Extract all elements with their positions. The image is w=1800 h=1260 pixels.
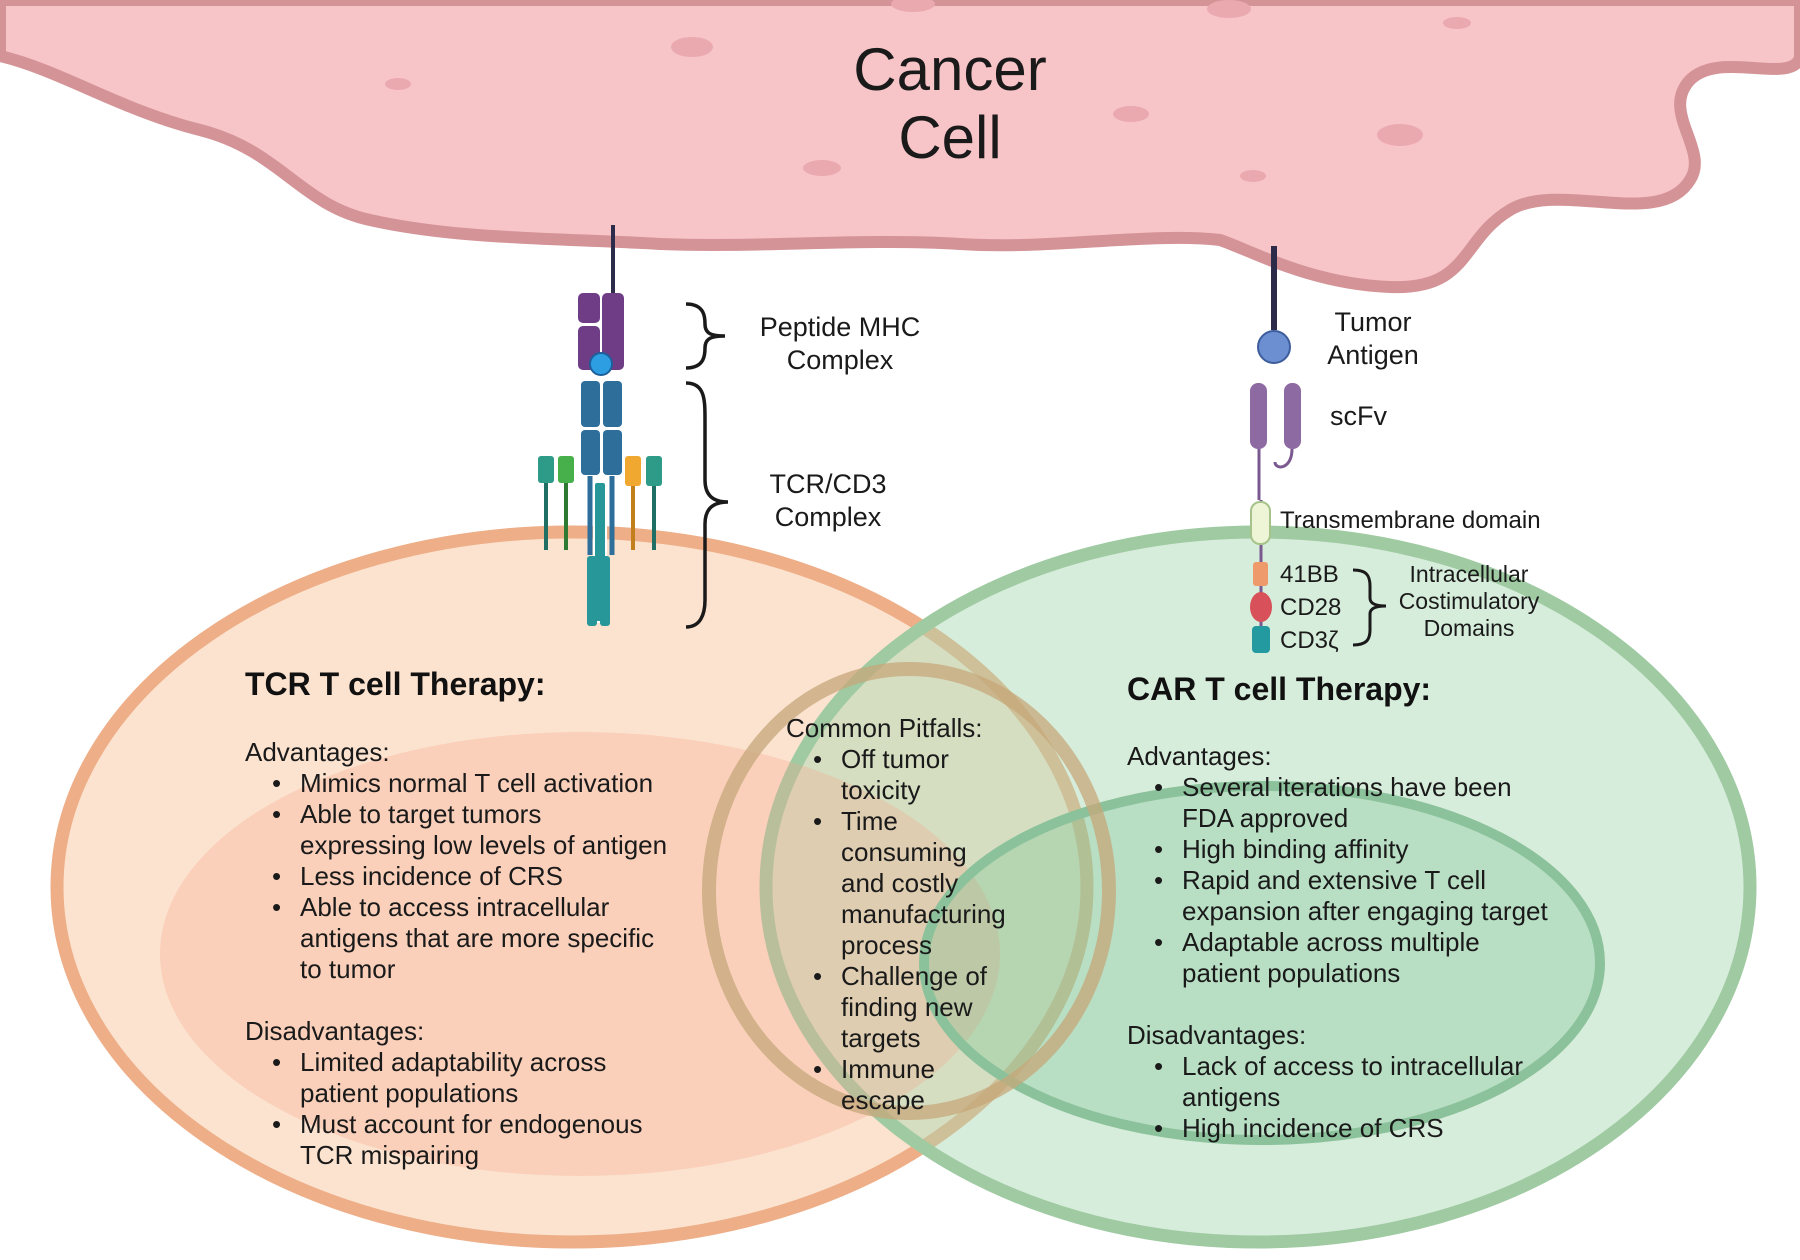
car-advantage-item-text: Rapid and extensive T cell expansion aft… [1182, 865, 1548, 926]
tcr-disadvantage-item: Limited adaptability across patient popu… [245, 1047, 643, 1109]
car-advantage-item-text: High binding affinity [1182, 834, 1409, 864]
tcr-advantage-item: Less incidence of CRS [245, 861, 667, 892]
cancer-cell-title: Cancer Cell [840, 36, 1060, 172]
domain-41bb-label: 41BB [1280, 561, 1339, 588]
tcr-disadvantage-item-text: Must account for endogenous TCR mispairi… [300, 1109, 643, 1170]
car-therapy-heading: CAR T cell Therapy: [1127, 671, 1432, 707]
tcr-cd3-label-line2: Complex [774, 502, 882, 532]
common-pitfalls-list: Off tumor toxicityTime consuming and cos… [786, 744, 1006, 1116]
tumor-antigen-label-line2: Antigen [1327, 340, 1419, 370]
car-disadvantage-item: High incidence of CRS [1127, 1113, 1523, 1144]
car-disadvantages-list: Lack of access to intracellular antigens… [1127, 1051, 1523, 1144]
tcr-cd3-label: TCR/CD3 Complex [748, 468, 908, 534]
costim-label-line2: Costimulatory [1398, 588, 1540, 614]
tcr-disadvantage-item-text: Limited adaptability across patient popu… [300, 1047, 607, 1108]
tumor-antigen-label: Tumor Antigen [1313, 306, 1433, 372]
tcr-cd3-brace [685, 381, 729, 629]
tcr-advantage-item: Mimics normal T cell activation [245, 768, 667, 799]
peptide-mhc-brace [685, 302, 726, 370]
tcr-complex-illustration [538, 225, 662, 626]
car-advantage-item-text: Several iterations have been FDA approve… [1182, 772, 1512, 833]
domain-cd28-label: CD28 [1280, 594, 1342, 621]
costim-label-line1: Intracellular [1409, 561, 1529, 587]
common-pitfalls-label: Common Pitfalls: [786, 713, 983, 743]
car-disadvantage-item-text: Lack of access to intracellular antigens [1182, 1051, 1524, 1112]
costim-brace [1352, 568, 1387, 647]
car-disadvantages-label: Disadvantages: [1127, 1020, 1307, 1050]
tcr-advantages-label: Advantages: [245, 737, 390, 767]
car-advantages-label: Advantages: [1127, 741, 1272, 771]
car-advantage-item: Rapid and extensive T cell expansion aft… [1127, 865, 1548, 927]
car-advantage-item: Adaptable across multiple patient popula… [1127, 927, 1548, 989]
tcr-disadvantages-list: Limited adaptability across patient popu… [245, 1047, 643, 1171]
car-disadvantage-item-text: High incidence of CRS [1182, 1113, 1444, 1143]
tcr-disadvantage-item: Must account for endogenous TCR mispairi… [245, 1109, 643, 1171]
common-pitfall-item: Off tumor toxicity [786, 744, 1006, 806]
domain-cd3z-label: CD3ζ [1280, 627, 1339, 654]
transmembrane-label: Transmembrane domain [1280, 507, 1541, 534]
tumor-antigen-label-line1: Tumor [1334, 307, 1412, 337]
tcr-cd3-label-line1: TCR/CD3 [769, 469, 887, 499]
common-pitfall-item: Time consuming and costly manufacturing … [786, 806, 1006, 961]
peptide-mhc-label-line2: Complex [786, 345, 894, 375]
common-pitfall-item-text: Immune escape [841, 1054, 935, 1115]
car-advantage-item: High binding affinity [1127, 834, 1548, 865]
common-pitfall-item: Immune escape [786, 1054, 1006, 1116]
common-pitfall-item-text: Off tumor toxicity [841, 744, 949, 805]
common-pitfall-item-text: Challenge of finding new targets [841, 961, 987, 1053]
costim-label: Intracellular Costimulatory Domains [1387, 561, 1551, 642]
peptide-mhc-label: Peptide MHC Complex [735, 311, 945, 377]
tcr-advantage-item: Able to access intracellular antigens th… [245, 892, 667, 985]
cancer-cell-membrane [0, 0, 1800, 294]
cancer-cell-title-line2: Cell [898, 104, 1002, 171]
common-pitfall-item-text: Time consuming and costly manufacturing … [841, 806, 1006, 960]
common-pitfall-item: Challenge of finding new targets [786, 961, 1006, 1054]
cancer-cell-speckles [385, 0, 1471, 182]
tcr-advantage-item-text: Able to access intracellular antigens th… [300, 892, 655, 984]
costim-label-line3: Domains [1423, 615, 1515, 641]
car-advantage-item: Several iterations have been FDA approve… [1127, 772, 1548, 834]
tcr-advantage-item-text: Mimics normal T cell activation [300, 768, 654, 798]
car-structure-illustration [1250, 246, 1301, 653]
car-advantage-item-text: Adaptable across multiple patient popula… [1182, 927, 1480, 988]
scfv-label: scFv [1330, 401, 1387, 431]
tcr-advantages-list: Mimics normal T cell activationAble to t… [245, 768, 667, 985]
peptide-mhc-label-line1: Peptide MHC [759, 312, 921, 342]
cancer-cell-title-line1: Cancer [853, 36, 1047, 103]
car-disadvantage-item: Lack of access to intracellular antigens [1127, 1051, 1523, 1113]
tcr-advantage-item-text: Less incidence of CRS [300, 861, 564, 891]
tcr-disadvantages-label: Disadvantages: [245, 1016, 425, 1046]
tcr-advantage-item-text: Able to target tumors expressing low lev… [300, 799, 668, 860]
tcr-therapy-heading: TCR T cell Therapy: [245, 666, 546, 702]
car-advantages-list: Several iterations have been FDA approve… [1127, 772, 1548, 989]
tcr-advantage-item: Able to target tumors expressing low lev… [245, 799, 667, 861]
